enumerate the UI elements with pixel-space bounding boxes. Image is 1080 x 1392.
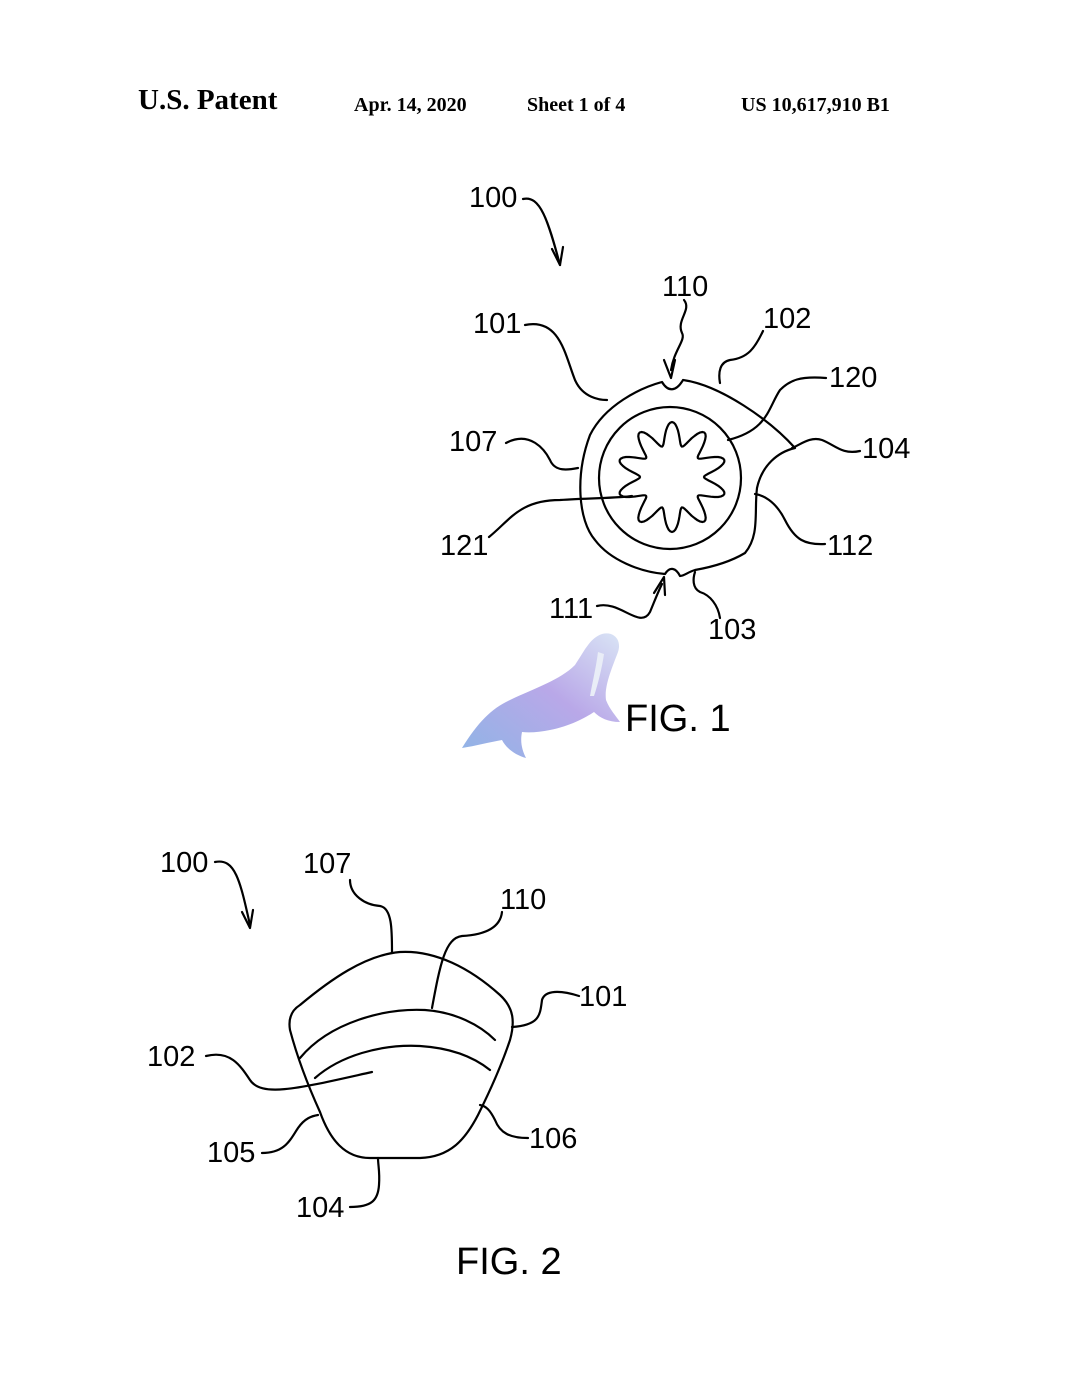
fig2-arrow-100 — [240, 908, 255, 930]
fig1-label-101: 101 — [473, 308, 521, 340]
fig2-leader-107 — [348, 878, 394, 954]
leader-112 — [753, 492, 827, 546]
patent-header-title: U.S. Patent — [138, 84, 278, 116]
arrow-110 — [662, 358, 677, 380]
figure-2-labels: 100 107 110 101 102 105 106 104 FIG. 2 — [147, 847, 627, 1283]
fig2-leader-110 — [430, 910, 504, 1010]
fig1-label-100: 100 — [469, 182, 517, 214]
fig1-label-111: 111 — [549, 593, 593, 625]
patent-header-date: Apr. 14, 2020 — [354, 94, 467, 116]
fig2-arc-lower — [313, 1044, 492, 1080]
fig2-leader-100 — [213, 860, 252, 927]
fig2-label-110: 110 — [500, 884, 546, 916]
leader-100 — [521, 197, 562, 267]
fig1-label-121: 121 — [440, 530, 488, 562]
leader-104 — [790, 437, 862, 453]
fig1-label-110: 110 — [662, 271, 708, 303]
leader-101 — [523, 323, 609, 402]
fig1-label-120: 120 — [829, 362, 877, 394]
leader-102 — [718, 329, 765, 385]
patent-header-sheet: Sheet 1 of 4 — [527, 94, 626, 116]
leader-121 — [487, 494, 634, 539]
arrow-100 — [550, 245, 565, 267]
fig1-label-112: 112 — [827, 530, 873, 562]
fig1-caption: FIG. 1 — [625, 698, 731, 740]
fig2-label-104: 104 — [296, 1192, 344, 1224]
fig2-label-100: 100 — [160, 847, 208, 879]
ring-120 — [597, 405, 743, 551]
figure-1 — [487, 197, 862, 620]
fig2-leader-104 — [348, 1156, 381, 1209]
fig1-label-102: 102 — [763, 303, 811, 335]
fig2-label-105: 105 — [207, 1137, 255, 1169]
fig1-label-104: 104 — [862, 433, 910, 465]
fig2-leader-101 — [510, 990, 581, 1029]
figure-2 — [204, 860, 581, 1209]
walrus-icon — [462, 633, 620, 758]
fig2-label-107: 107 — [303, 848, 351, 880]
fig1-label-103: 103 — [708, 614, 756, 646]
patent-header-number: US 10,617,910 B1 — [741, 94, 890, 116]
fig2-leader-102 — [204, 1053, 374, 1091]
fig2-arc-upper — [298, 1008, 497, 1060]
fig2-leader-106 — [478, 1103, 530, 1140]
fig2-label-106: 106 — [529, 1123, 577, 1155]
leader-120 — [726, 376, 828, 442]
inner-star-121 — [618, 420, 726, 534]
fig1-label-107: 107 — [449, 426, 497, 458]
leader-110 — [669, 298, 688, 372]
leader-103 — [692, 570, 722, 620]
fig2-leader-105 — [260, 1113, 320, 1155]
fig2-body-outline — [288, 950, 514, 1160]
figure-1-labels: 100 101 110 102 120 104 107 121 112 111 … — [440, 182, 910, 740]
fig2-label-101: 101 — [579, 981, 627, 1013]
fig2-caption: FIG. 2 — [456, 1241, 562, 1283]
leader-111 — [595, 582, 664, 619]
arrow-111 — [652, 575, 667, 597]
leader-107 — [504, 437, 580, 471]
fig2-label-102: 102 — [147, 1041, 195, 1073]
outer-body-outline — [579, 378, 797, 578]
